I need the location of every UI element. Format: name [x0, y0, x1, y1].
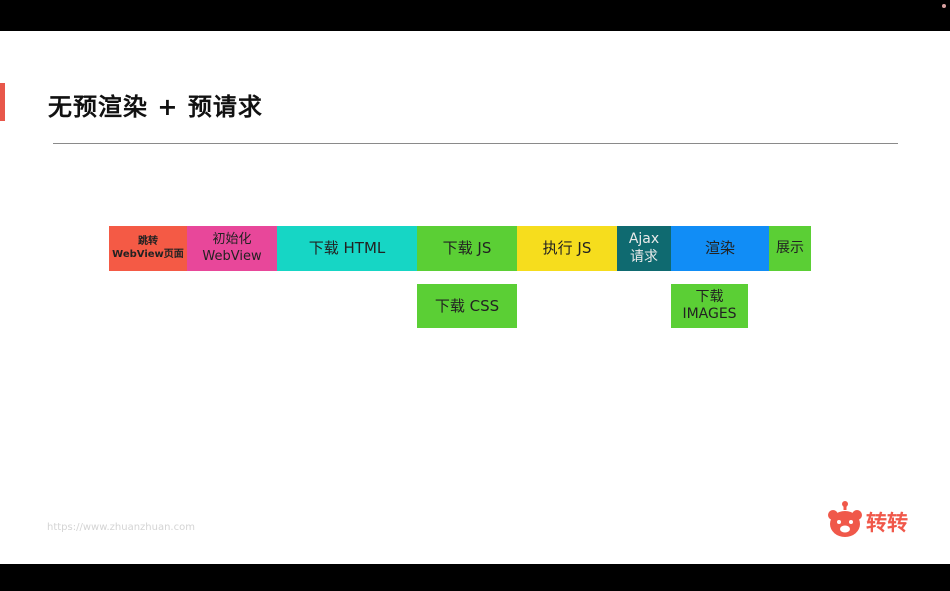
step-init-webview: 初始化 WebView [187, 226, 277, 271]
slide-title: 无预渲染 + 预请求 [48, 93, 263, 121]
bottom-black-bar [0, 564, 950, 591]
step-download-css: 下载 CSS [417, 284, 517, 328]
title-divider [53, 143, 898, 144]
step-label-line: 执行 JS [542, 239, 592, 258]
zhuanzhuan-bear-logo-icon [828, 501, 862, 537]
step-label-line: 跳转 [137, 236, 158, 247]
step-execute-js: 执行 JS [517, 226, 617, 271]
step-label-line: 下载 [695, 288, 724, 305]
top-black-bar [0, 0, 950, 31]
step-label-line: 下载 HTML [308, 239, 386, 258]
step-display: 展示 [769, 226, 811, 271]
step-jump-webview-page: 跳转 WebView页面 [109, 226, 187, 271]
step-label-line: 请求 [630, 248, 658, 265]
step-ajax-request: Ajax 请求 [617, 226, 671, 271]
recording-indicator-icon [942, 4, 946, 8]
step-download-js: 下载 JS [417, 226, 517, 271]
step-label-line: 展示 [776, 239, 804, 256]
step-download-html: 下载 HTML [277, 226, 417, 271]
step-label-line: 初始化 [212, 232, 252, 248]
step-label-line: 下载 CSS [434, 296, 500, 315]
step-render: 渲染 [671, 226, 769, 271]
step-label-line: IMAGES [682, 306, 737, 322]
step-label-line: WebView [202, 248, 262, 264]
step-label-line: 下载 JS [442, 239, 492, 258]
step-label-line: Ajax [628, 231, 660, 247]
step-label-line: 渲染 [704, 239, 735, 258]
footer-url: https://www.zhuanzhuan.com [47, 522, 195, 533]
slide-canvas: 无预渲染 + 预请求 跳转 WebView页面 初始化 WebView 下载 H… [0, 31, 950, 564]
brand-logo: 转转 [826, 500, 916, 540]
step-download-images: 下载 IMAGES [671, 284, 748, 328]
step-label-line: WebView页面 [112, 248, 184, 260]
title-accent-bar [0, 83, 5, 121]
brand-logo-text: 转转 [866, 511, 908, 535]
